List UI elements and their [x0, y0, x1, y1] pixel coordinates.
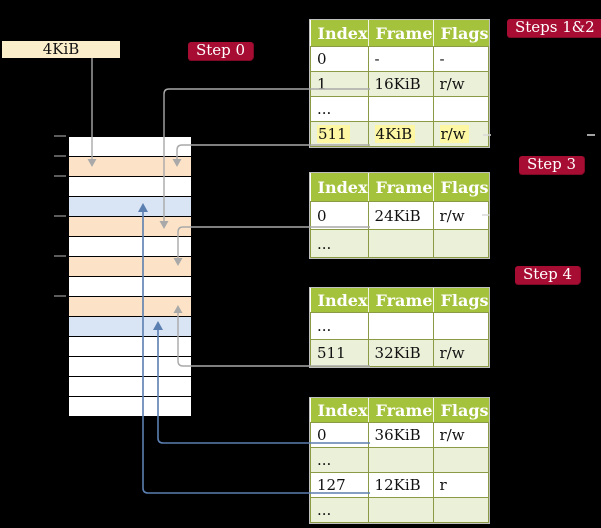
physical-memory-stack [68, 136, 192, 417]
cell-frame: 16KiB [367, 71, 434, 97]
memory-row [69, 297, 191, 317]
cell-index: ... [310, 229, 369, 258]
cell-frame: 4KiB [367, 121, 434, 147]
badge-steps-1-2: Steps 1&2 [507, 19, 601, 37]
row-marker-dashes [482, 134, 595, 216]
cell-index: ... [310, 447, 369, 473]
cell-frame: 32KiB [367, 339, 434, 367]
cell-frame [367, 96, 434, 122]
memory-row [69, 257, 191, 277]
cell-flags [432, 497, 490, 523]
cell-flags: r/w [432, 422, 490, 448]
cell-frame [367, 497, 434, 523]
memory-row [69, 157, 191, 177]
cell-index: 511 [310, 121, 369, 147]
table-row: ... [310, 497, 490, 523]
table-row: 127 12KiB r [310, 472, 490, 498]
table-header-row: Index Frame Flags [310, 288, 489, 313]
cell-index: 127 [310, 472, 369, 498]
col-header-index: Index [310, 288, 369, 313]
cell-index: 511 [310, 339, 369, 367]
table-row: ... [310, 96, 490, 122]
cell-frame [367, 229, 434, 258]
col-header-index: Index [310, 398, 369, 423]
memory-row [69, 197, 191, 217]
cell-flags [432, 229, 490, 258]
highlight: 4KiB [374, 125, 416, 143]
cell-flags [432, 312, 490, 340]
cell-frame [367, 447, 434, 473]
table-row: 0 24KiB r/w [310, 201, 490, 230]
cell-frame: 36KiB [367, 422, 434, 448]
cell-frame: 24KiB [367, 201, 434, 230]
badge-step-3: Step 3 [519, 156, 585, 174]
col-header-frame: Frame [367, 20, 434, 47]
cell-index: ... [310, 497, 369, 523]
highlight: r/w [439, 125, 469, 143]
col-header-index: Index [310, 173, 369, 202]
cell-frame [367, 312, 434, 340]
memory-row [69, 357, 191, 377]
col-header-frame: Frame [367, 288, 434, 313]
table-row: 0 - - [310, 46, 490, 72]
memory-row [69, 337, 191, 357]
cell-index: ... [310, 312, 369, 340]
table-row: 511 32KiB r/w [310, 339, 490, 367]
table-row-highlighted: 511 4KiB r/w [310, 121, 490, 147]
memory-row [69, 397, 191, 416]
table-row: ... [310, 229, 490, 258]
arrow-t1row511-to-frame [176, 144, 370, 159]
cell-flags [432, 96, 490, 122]
cell-flags: r [432, 472, 490, 498]
table-row: 0 36KiB r/w [310, 422, 490, 448]
memory-row [69, 237, 191, 257]
col-header-flags: Flags [432, 288, 489, 313]
cell-flags: r/w [432, 339, 490, 367]
cell-flags: - [432, 46, 490, 72]
cell-frame: 12KiB [367, 472, 434, 498]
page-table-4: Index Frame Flags 0 36KiB r/w ... 127 12… [308, 397, 491, 524]
table-header-row: Index Frame Flags [310, 398, 489, 423]
page-table-3: Index Frame Flags ... 511 32KiB r/w [308, 287, 491, 368]
badge-step-0: Step 0 [188, 42, 254, 60]
memory-row [69, 217, 191, 237]
cell-frame: - [367, 46, 434, 72]
table-row: ... [310, 312, 490, 340]
cell-index: 0 [310, 422, 369, 448]
col-header-index: Index [310, 20, 369, 47]
memory-row [69, 177, 191, 197]
badge-step-4: Step 4 [515, 266, 581, 284]
highlight: 511 [317, 125, 350, 143]
col-header-flags: Flags [432, 398, 489, 423]
memory-row [69, 277, 191, 297]
cell-flags: r/w [432, 121, 490, 147]
page-table-2: Index Frame Flags 0 24KiB r/w ... [308, 172, 491, 259]
memory-row [69, 377, 191, 397]
col-header-frame: Frame [367, 173, 434, 202]
table-row: 1 16KiB r/w [310, 71, 490, 97]
memory-row [69, 317, 191, 337]
col-header-flags: Flags [432, 20, 489, 47]
cell-flags [432, 447, 490, 473]
cell-flags: r/w [432, 201, 490, 230]
memory-row [69, 137, 191, 157]
cell-index: 0 [310, 46, 369, 72]
cell-index: ... [310, 96, 369, 122]
cell-flags: r/w [432, 71, 490, 97]
table-header-row: Index Frame Flags [310, 20, 489, 47]
page-table-1: Index Frame Flags 0 - - 1 16KiB r/w ... … [308, 19, 491, 148]
table-row: ... [310, 447, 490, 473]
col-header-frame: Frame [367, 398, 434, 423]
table-header-row: Index Frame Flags [310, 173, 489, 202]
page-size-box: 4KiB [2, 41, 120, 58]
memory-ticks [54, 135, 66, 297]
cell-index: 0 [310, 201, 369, 230]
col-header-flags: Flags [432, 173, 489, 202]
cell-index: 1 [310, 71, 369, 97]
